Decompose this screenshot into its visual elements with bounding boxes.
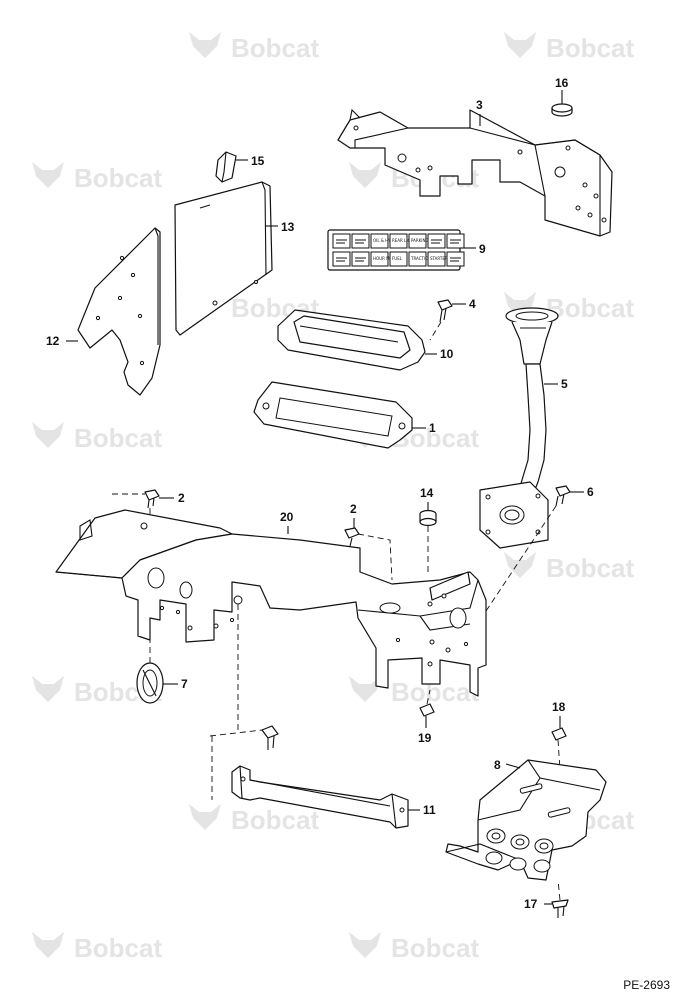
- decal-label: TRACTION: [410, 256, 431, 261]
- decal-cell: [427, 233, 446, 249]
- part-18-nut: [551, 727, 567, 771]
- callout-20: 20: [280, 510, 294, 524]
- callout-8: 8: [494, 758, 501, 772]
- decal-label: STARTER: [430, 256, 448, 261]
- part-7-grommet: [136, 640, 164, 704]
- callout-19: 19: [418, 731, 432, 745]
- decal-cell: [332, 251, 351, 267]
- decal-cell: [446, 233, 465, 249]
- part-5-lever-boot: [479, 307, 559, 549]
- callout-12: 12: [46, 334, 60, 348]
- decal-label: REAR LIGHT: [392, 238, 417, 243]
- part-3-upper-bracket: [337, 108, 613, 237]
- decal-cell: [351, 233, 370, 249]
- part-14-plug: [419, 509, 437, 574]
- callout-13: 13: [281, 220, 295, 234]
- callout-14: 14: [420, 486, 434, 500]
- decal-cell: [351, 251, 370, 267]
- callout-10: 10: [440, 347, 454, 361]
- decal-label: OIL & HYDRO: [373, 238, 400, 243]
- decal-symbol: [336, 257, 347, 262]
- part-13-panel: [174, 181, 273, 336]
- part-19-nut: [419, 689, 435, 717]
- callout-4: 4: [469, 297, 476, 311]
- decal-cell: [332, 233, 351, 249]
- decal-symbol: [431, 239, 442, 244]
- decal-cell: [446, 251, 465, 267]
- part-1-gasket: [253, 381, 413, 449]
- part-20-lower-bracket: [55, 509, 487, 730]
- part-17-screw: [551, 879, 569, 918]
- leader-lines: [66, 90, 584, 905]
- callout-2: 2: [178, 491, 185, 505]
- decal-symbol: [355, 257, 366, 262]
- part-11-strap: [209, 725, 409, 829]
- callout-17: 17: [524, 897, 538, 911]
- decal-cell: [389, 251, 408, 267]
- callout-11: 11: [423, 803, 436, 817]
- decal-cell: [427, 251, 446, 267]
- callout-9: 9: [479, 242, 486, 256]
- callout-5: 5: [561, 377, 568, 391]
- part-10-bezel: [277, 309, 426, 371]
- decal-cell: [408, 233, 427, 249]
- part-2-bolt-b: [344, 527, 393, 581]
- part-8-shield: [445, 759, 607, 881]
- callout-7: 7: [181, 677, 188, 691]
- callout-6: 6: [587, 485, 594, 499]
- decal-label: PARKING BRAKE: [411, 238, 444, 243]
- decal-symbol: [450, 257, 461, 262]
- callout-1: 1: [429, 421, 436, 435]
- decal-symbol: [450, 239, 461, 244]
- decal-cell: [370, 251, 389, 267]
- decal-symbol: [355, 239, 366, 244]
- decal-cell: [408, 251, 427, 267]
- part-12-panel: [77, 227, 161, 396]
- decal-cell: [370, 233, 389, 249]
- part-4-bolt: [429, 299, 453, 341]
- part-15-clip: [215, 151, 237, 183]
- part-16-plug: [551, 103, 573, 117]
- decal-cell: [389, 233, 408, 249]
- callout-18: 18: [552, 700, 566, 714]
- decal-symbol: [336, 239, 347, 244]
- callout-15: 15: [251, 154, 265, 168]
- callout-16: 16: [555, 76, 569, 90]
- decal-label: FUEL: [392, 256, 403, 261]
- decal-label: HOUR METER: [373, 256, 400, 261]
- callout-3: 3: [476, 98, 483, 112]
- drawing-reference: PE-2693: [623, 978, 670, 992]
- callout-2-b: 2: [350, 502, 357, 516]
